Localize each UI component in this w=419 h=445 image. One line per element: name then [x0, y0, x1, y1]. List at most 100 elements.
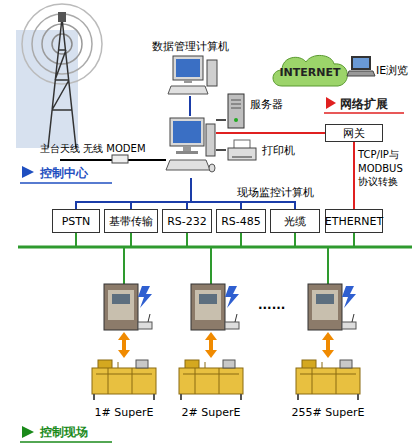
channel-box: ETHERNET: [325, 209, 383, 233]
computer-icon-part: [183, 146, 191, 151]
connector-line: [124, 233, 354, 284]
computer-icon-part: [173, 121, 201, 143]
node-label: 基带传输: [109, 214, 153, 229]
ellipsis-label: ......: [258, 298, 285, 312]
node-label: 现场监控计算机: [237, 186, 314, 199]
radio-tower-part: [16, 30, 78, 148]
connector-line: [131, 178, 191, 209]
section-marker-part: [324, 112, 404, 114]
node-label: 打印机: [262, 144, 295, 157]
connector-line: [241, 233, 328, 284]
field-device-part: [112, 294, 130, 304]
field-device-part: [312, 290, 338, 320]
section-title: 网络扩展: [340, 97, 388, 111]
computer-icon-part: [206, 124, 215, 156]
field-device-part: [195, 290, 221, 320]
field-device: 2# SuperE: [175, 284, 247, 422]
node-label: IE浏览: [376, 64, 408, 77]
computer-icon-art: [166, 116, 216, 178]
node-label: 255# SuperE: [272, 406, 384, 419]
laptop-icon: IE浏览: [350, 54, 374, 80]
internet-cloud: INTERNET: [268, 50, 352, 90]
field-device-part: [118, 332, 130, 340]
field-device-part: [308, 284, 342, 330]
section-marker: [20, 166, 112, 183]
channel-box: 光缆: [270, 209, 320, 233]
field-device-part: [322, 332, 334, 340]
channel-box: 基带传输: [104, 209, 158, 233]
computer-icon-part: [170, 118, 204, 146]
laptop-icon-art: [350, 54, 374, 80]
section-title: 控制现场: [40, 425, 88, 439]
field-device-art: [175, 284, 247, 404]
node-label: 数据管理计算机: [145, 40, 235, 53]
section-title: 控制中心: [40, 166, 88, 180]
field-device-part: [148, 314, 150, 322]
section-marker: [20, 426, 112, 442]
field-device-art: [292, 284, 364, 404]
section-marker-part: [326, 97, 336, 109]
printer-icon-part: [232, 156, 252, 158]
computer-icon-part: [184, 80, 192, 83]
field-device-part: [205, 350, 217, 358]
section-marker-part: [20, 182, 112, 184]
computer-icon: 现场监控计算机: [166, 116, 216, 178]
section-marker: [324, 97, 404, 113]
connector-line: [124, 233, 295, 284]
computer-icon-part: [166, 160, 210, 170]
modem-icon: [112, 155, 128, 163]
server-icon-art: [226, 94, 246, 128]
edge-label: TCP/IP与 MODBUS 协议转换: [358, 148, 414, 189]
connector-line: [76, 233, 124, 284]
node-label: PSTN: [62, 215, 91, 228]
node-label: 网关: [343, 126, 365, 141]
connector-line: [131, 233, 211, 284]
printer-icon-art: [226, 140, 258, 162]
connector-line: [76, 178, 191, 209]
computer-icon: 数据管理计算机: [145, 40, 235, 96]
connector-line: [124, 233, 131, 284]
node-label: 2# SuperE: [155, 406, 267, 419]
server-icon: 服务器: [226, 94, 246, 128]
field-device-part: [199, 294, 217, 304]
field-device-part: [191, 284, 225, 330]
field-device-part: [326, 338, 330, 352]
node-label: INTERNET: [268, 66, 352, 79]
field-device-part: [342, 286, 356, 308]
radio-tower-part: [52, 34, 72, 54]
field-device-part: [235, 314, 237, 322]
radio-tower: [16, 4, 102, 148]
printer-icon: 打印机: [226, 140, 258, 162]
connector-line: [216, 132, 325, 134]
server-icon-part: [228, 94, 244, 128]
connector-line: [124, 233, 241, 284]
channel-box: RS-232: [162, 209, 212, 233]
radio-tower-part: [42, 24, 82, 64]
connector-line: [216, 119, 226, 121]
field-device-part: [225, 286, 239, 308]
node-label: ETHERNET: [325, 215, 383, 228]
field-device: 1# SuperE: [88, 284, 160, 422]
node-label: 服务器: [250, 98, 283, 111]
node-label: RS-485: [221, 215, 261, 228]
radio-tower-part: [22, 4, 102, 84]
computer-icon-part: [176, 59, 200, 77]
field-device-part: [298, 394, 358, 400]
field-device-part: [340, 360, 352, 368]
field-device-part: [118, 350, 130, 358]
connector-line: [211, 233, 241, 284]
field-device-part: [225, 322, 239, 329]
field-device-part: [92, 368, 156, 394]
radio-tower-part: [48, 18, 76, 148]
channel-box: RS-485: [216, 209, 266, 233]
connector-line: [189, 96, 191, 116]
field-device-part: [223, 360, 235, 368]
field-device-part: [108, 290, 134, 320]
section-marker-part: [20, 441, 112, 443]
laptop-icon-part: [351, 56, 371, 70]
server-icon-part: [231, 100, 241, 108]
field-device-part: [322, 350, 334, 358]
connector-line: [211, 233, 295, 284]
field-device-part: [136, 360, 148, 368]
connector-line: [328, 233, 354, 284]
